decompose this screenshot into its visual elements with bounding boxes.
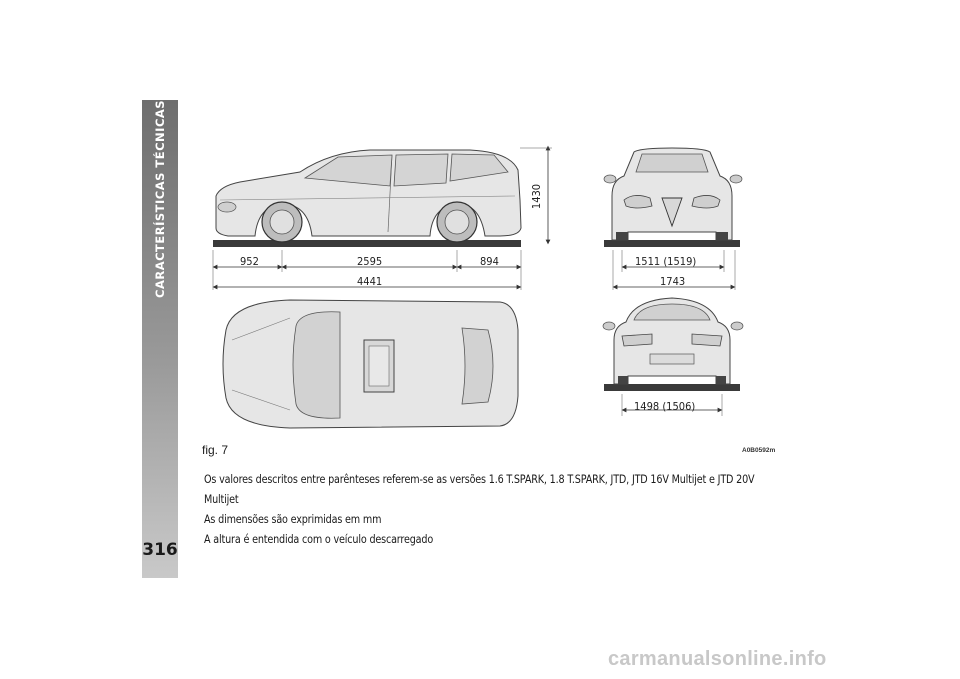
rear-view: [602, 297, 744, 416]
front-overhang-label: 952: [240, 255, 259, 268]
wheelbase-label: 2595: [357, 255, 383, 268]
height-label: 1430: [530, 183, 544, 210]
rear-track-label: 1498 (1506): [634, 400, 696, 413]
figure-label: fig. 7: [202, 443, 229, 457]
top-view: [222, 299, 519, 429]
side-view: [212, 145, 552, 290]
front-view: [603, 147, 743, 290]
length-label: 4441: [357, 275, 383, 288]
section-sidebar: CARACTERÍSTICAS TÉCNICAS: [142, 100, 178, 578]
note-height: A altura é entendida com o veículo desca…: [204, 533, 434, 546]
rear-overhang-label: 894: [480, 255, 499, 268]
notes: Os valores descritos entre parênteses re…: [204, 470, 763, 550]
page-number: 316: [142, 540, 178, 560]
figure-code: A0B0592m: [742, 447, 776, 454]
watermark: carmanualsonline.info: [608, 648, 827, 670]
front-track-label: 1511 (1519): [635, 255, 697, 268]
note-parentheses: Os valores descritos entre parênteses re…: [204, 473, 755, 506]
note-units: As dimensões são exprimidas em mm: [204, 513, 382, 526]
width-label: 1743: [660, 275, 686, 288]
